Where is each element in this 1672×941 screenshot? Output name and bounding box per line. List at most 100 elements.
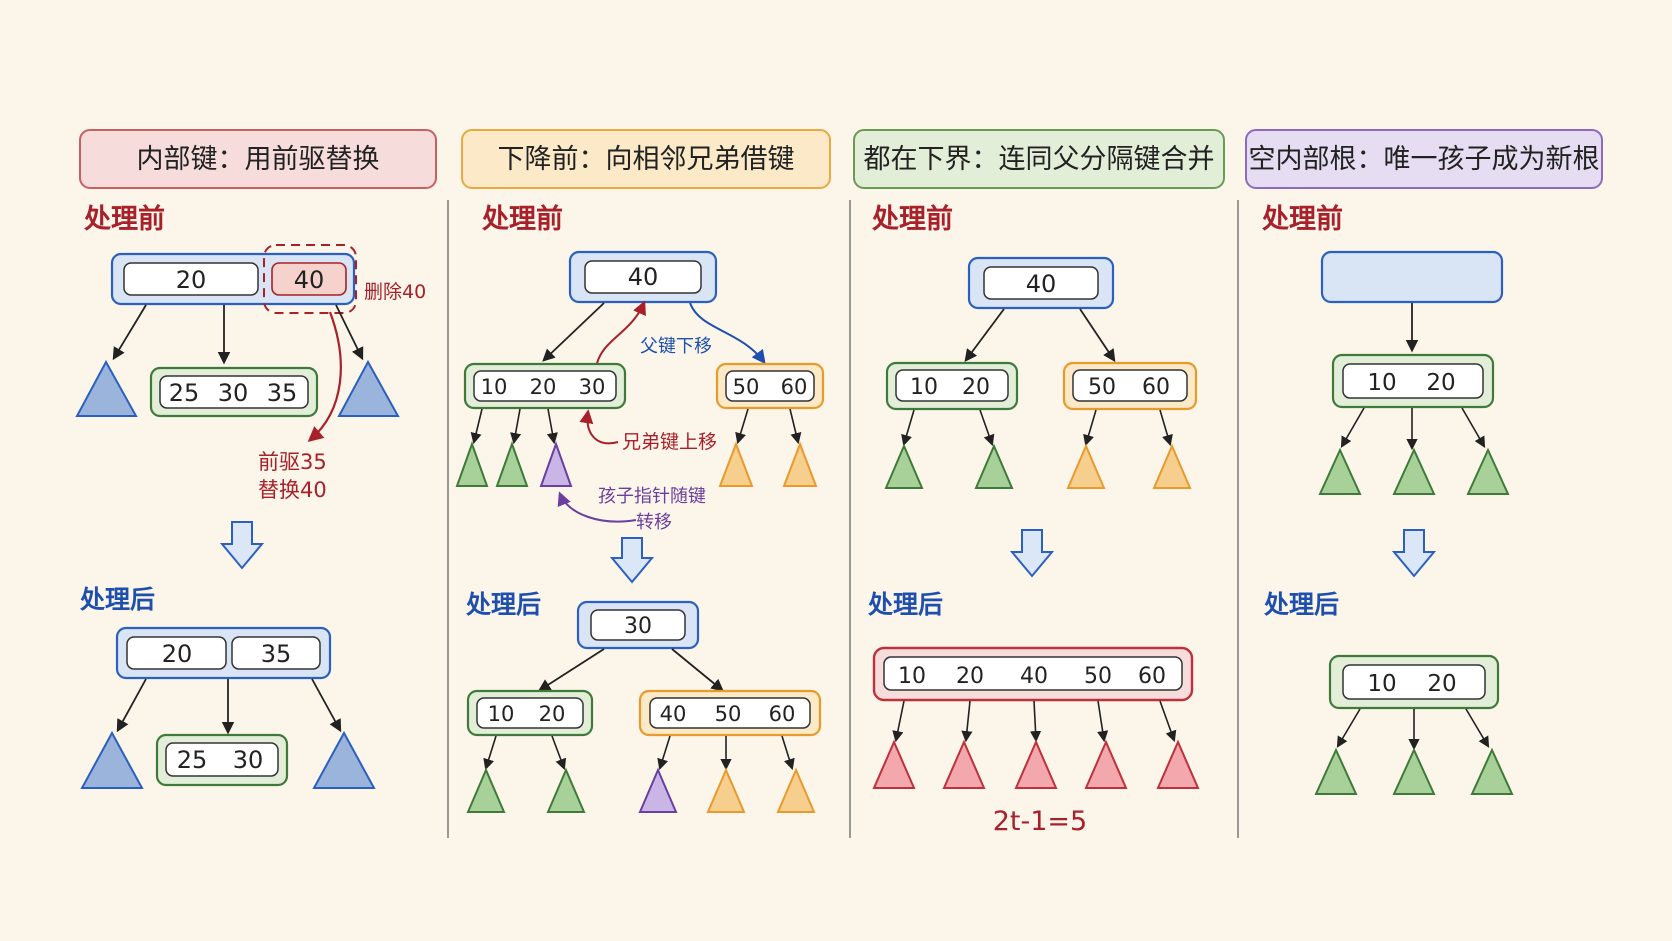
p1-before-root-key-1: 20: [176, 266, 207, 294]
subtree-triangle: [75, 359, 138, 417]
subtree-triangle: [1066, 443, 1106, 489]
p3-after-merged-node: 10 20 40 50 60: [872, 646, 1194, 702]
panel-1-after-label: 处理后: [79, 585, 155, 614]
p4-before-child-key-1: 10: [1367, 370, 1396, 396]
subtree-triangle: [312, 730, 376, 789]
p2-sibling-up-arrow: [595, 300, 646, 369]
panel-2-before-label: 处理前: [481, 203, 563, 235]
p2-before-left-key-2: 20: [530, 375, 557, 399]
p1-pred-note-2: 替换40: [258, 478, 327, 502]
subtree-triangle: [495, 441, 529, 487]
subtree-triangle: [1470, 747, 1514, 795]
p2-before-left-key-3: 30: [579, 375, 606, 399]
subtree-triangle: [974, 443, 1014, 489]
p4-after-root-node: 10 20: [1328, 654, 1500, 710]
subtree-triangle: [718, 441, 754, 487]
p2-before-left-key-1: 10: [481, 375, 508, 399]
panel-4-after-label: 处理后: [1263, 590, 1339, 619]
subtree-triangle: [539, 441, 573, 487]
p2-after-root-node: 30: [576, 600, 700, 650]
p3-after-merged-key-1: 10: [898, 664, 926, 689]
panel-4-header: 空内部根：唯一孩子成为新根: [1245, 129, 1603, 189]
p1-predecessor-arrow: [307, 311, 342, 443]
p1-after-root-key-1: 20: [162, 640, 193, 668]
p2-after-right-key-2: 50: [715, 702, 742, 726]
p1-after-child-key-1: 25: [177, 746, 208, 774]
p1-before-root-key-2: 40: [294, 266, 325, 294]
p3-before-root-node: 40: [967, 256, 1115, 310]
p2-after-left-key-2: 20: [539, 702, 566, 726]
p2-parent-down-note: 父键下移: [640, 336, 712, 357]
subtree-triangle: [1152, 443, 1192, 489]
p3-before-left-key-2: 20: [962, 375, 990, 400]
p3-before-root-key: 40: [1026, 270, 1057, 298]
subtree-triangle: [546, 767, 586, 813]
transition-arrow-icon: [219, 521, 265, 570]
subtree-triangle: [1084, 739, 1128, 789]
p1-after-child-node: 25 30: [155, 733, 289, 787]
p1-after-root-node: 20 35: [115, 626, 332, 680]
p3-after-merged-key-5: 60: [1138, 664, 1166, 689]
p4-before-child-node: 10 20: [1331, 353, 1495, 409]
p2-before-right-node: 50 60: [715, 362, 825, 410]
p3-before-right-key-2: 60: [1142, 375, 1170, 400]
panel-3-after-label: 处理后: [867, 590, 943, 619]
p3-formula: 2t-1=5: [993, 806, 1088, 837]
subtree-triangle: [782, 441, 818, 487]
subtree-triangle: [1156, 739, 1200, 789]
p2-after-right-key-1: 40: [660, 702, 687, 726]
panel-3-header: 都在下界：连同父分隔键合并: [853, 129, 1225, 189]
p3-before-right-key-1: 50: [1088, 375, 1116, 400]
panel-2-title: 下降前：向相邻兄弟借键: [498, 144, 795, 175]
p2-after-right-node: 40 50 60: [638, 689, 822, 737]
p2-after-root-key: 30: [624, 614, 652, 639]
p4-before-child-key-2: 20: [1426, 370, 1455, 396]
subtree-triangle: [1466, 447, 1510, 495]
p3-after-merged-key-2: 20: [956, 664, 984, 689]
panel-1-before-label: 处理前: [83, 203, 165, 235]
subtree-triangle: [884, 443, 924, 489]
p4-after-root-key-2: 20: [1427, 671, 1456, 697]
p1-after-root-key-2: 35: [261, 640, 292, 668]
subtree-triangle: [706, 767, 746, 813]
panel-3-before-label: 处理前: [871, 203, 953, 235]
p2-before-root-key: 40: [628, 263, 659, 291]
subtree-triangle: [1014, 739, 1058, 789]
p4-after-root-key-1: 10: [1367, 671, 1396, 697]
p2-child-move-arrow: [557, 491, 637, 523]
p1-before-child-key-1: 25: [169, 379, 200, 407]
panel-2-after-label: 处理后: [465, 590, 541, 619]
transition-arrow-icon: [1391, 529, 1437, 578]
p2-after-left-key-1: 10: [488, 702, 515, 726]
p3-after-merged-key-4: 50: [1084, 664, 1112, 689]
p1-before-child-node: 25 30 35: [149, 366, 319, 418]
p2-before-left-node: 10 20 30: [463, 362, 627, 410]
p2-after-left-node: 10 20: [466, 689, 594, 737]
p2-before-right-key-2: 60: [781, 375, 808, 399]
p1-before-child-key-2: 30: [218, 379, 249, 407]
subtree-triangle: [1318, 447, 1362, 495]
p2-before-root-node: 40: [568, 250, 718, 304]
subtree-triangle: [466, 767, 506, 813]
subtree-triangle: [1314, 747, 1358, 795]
p2-child-move-note-1: 孩子指针随键: [598, 486, 706, 507]
transition-arrow-icon: [1009, 529, 1055, 578]
p1-pred-note-1: 前驱35: [258, 450, 327, 474]
subtree-triangle: [1392, 747, 1436, 795]
p1-after-child-key-2: 30: [233, 746, 264, 774]
panel-4-title: 空内部根：唯一孩子成为新根: [1249, 144, 1600, 175]
p3-before-left-node: 10 20: [885, 361, 1019, 411]
p4-empty-root-node: [1320, 250, 1504, 304]
p3-before-right-node: 50 60: [1062, 361, 1198, 411]
subtree-triangle: [942, 739, 986, 789]
subtree-triangle: [1392, 447, 1436, 495]
panel-1-header: 内部键：用前驱替换: [79, 129, 437, 189]
subtree-triangle: [776, 767, 816, 813]
p3-after-merged-key-3: 40: [1020, 664, 1048, 689]
transition-arrow-icon: [609, 537, 655, 584]
p2-sibling-up-note: 兄弟键上移: [622, 431, 717, 453]
panel-4-before-label: 处理前: [1261, 203, 1343, 235]
p1-before-root-node: 20 40: [110, 244, 357, 314]
p3-before-left-key-1: 10: [910, 375, 938, 400]
